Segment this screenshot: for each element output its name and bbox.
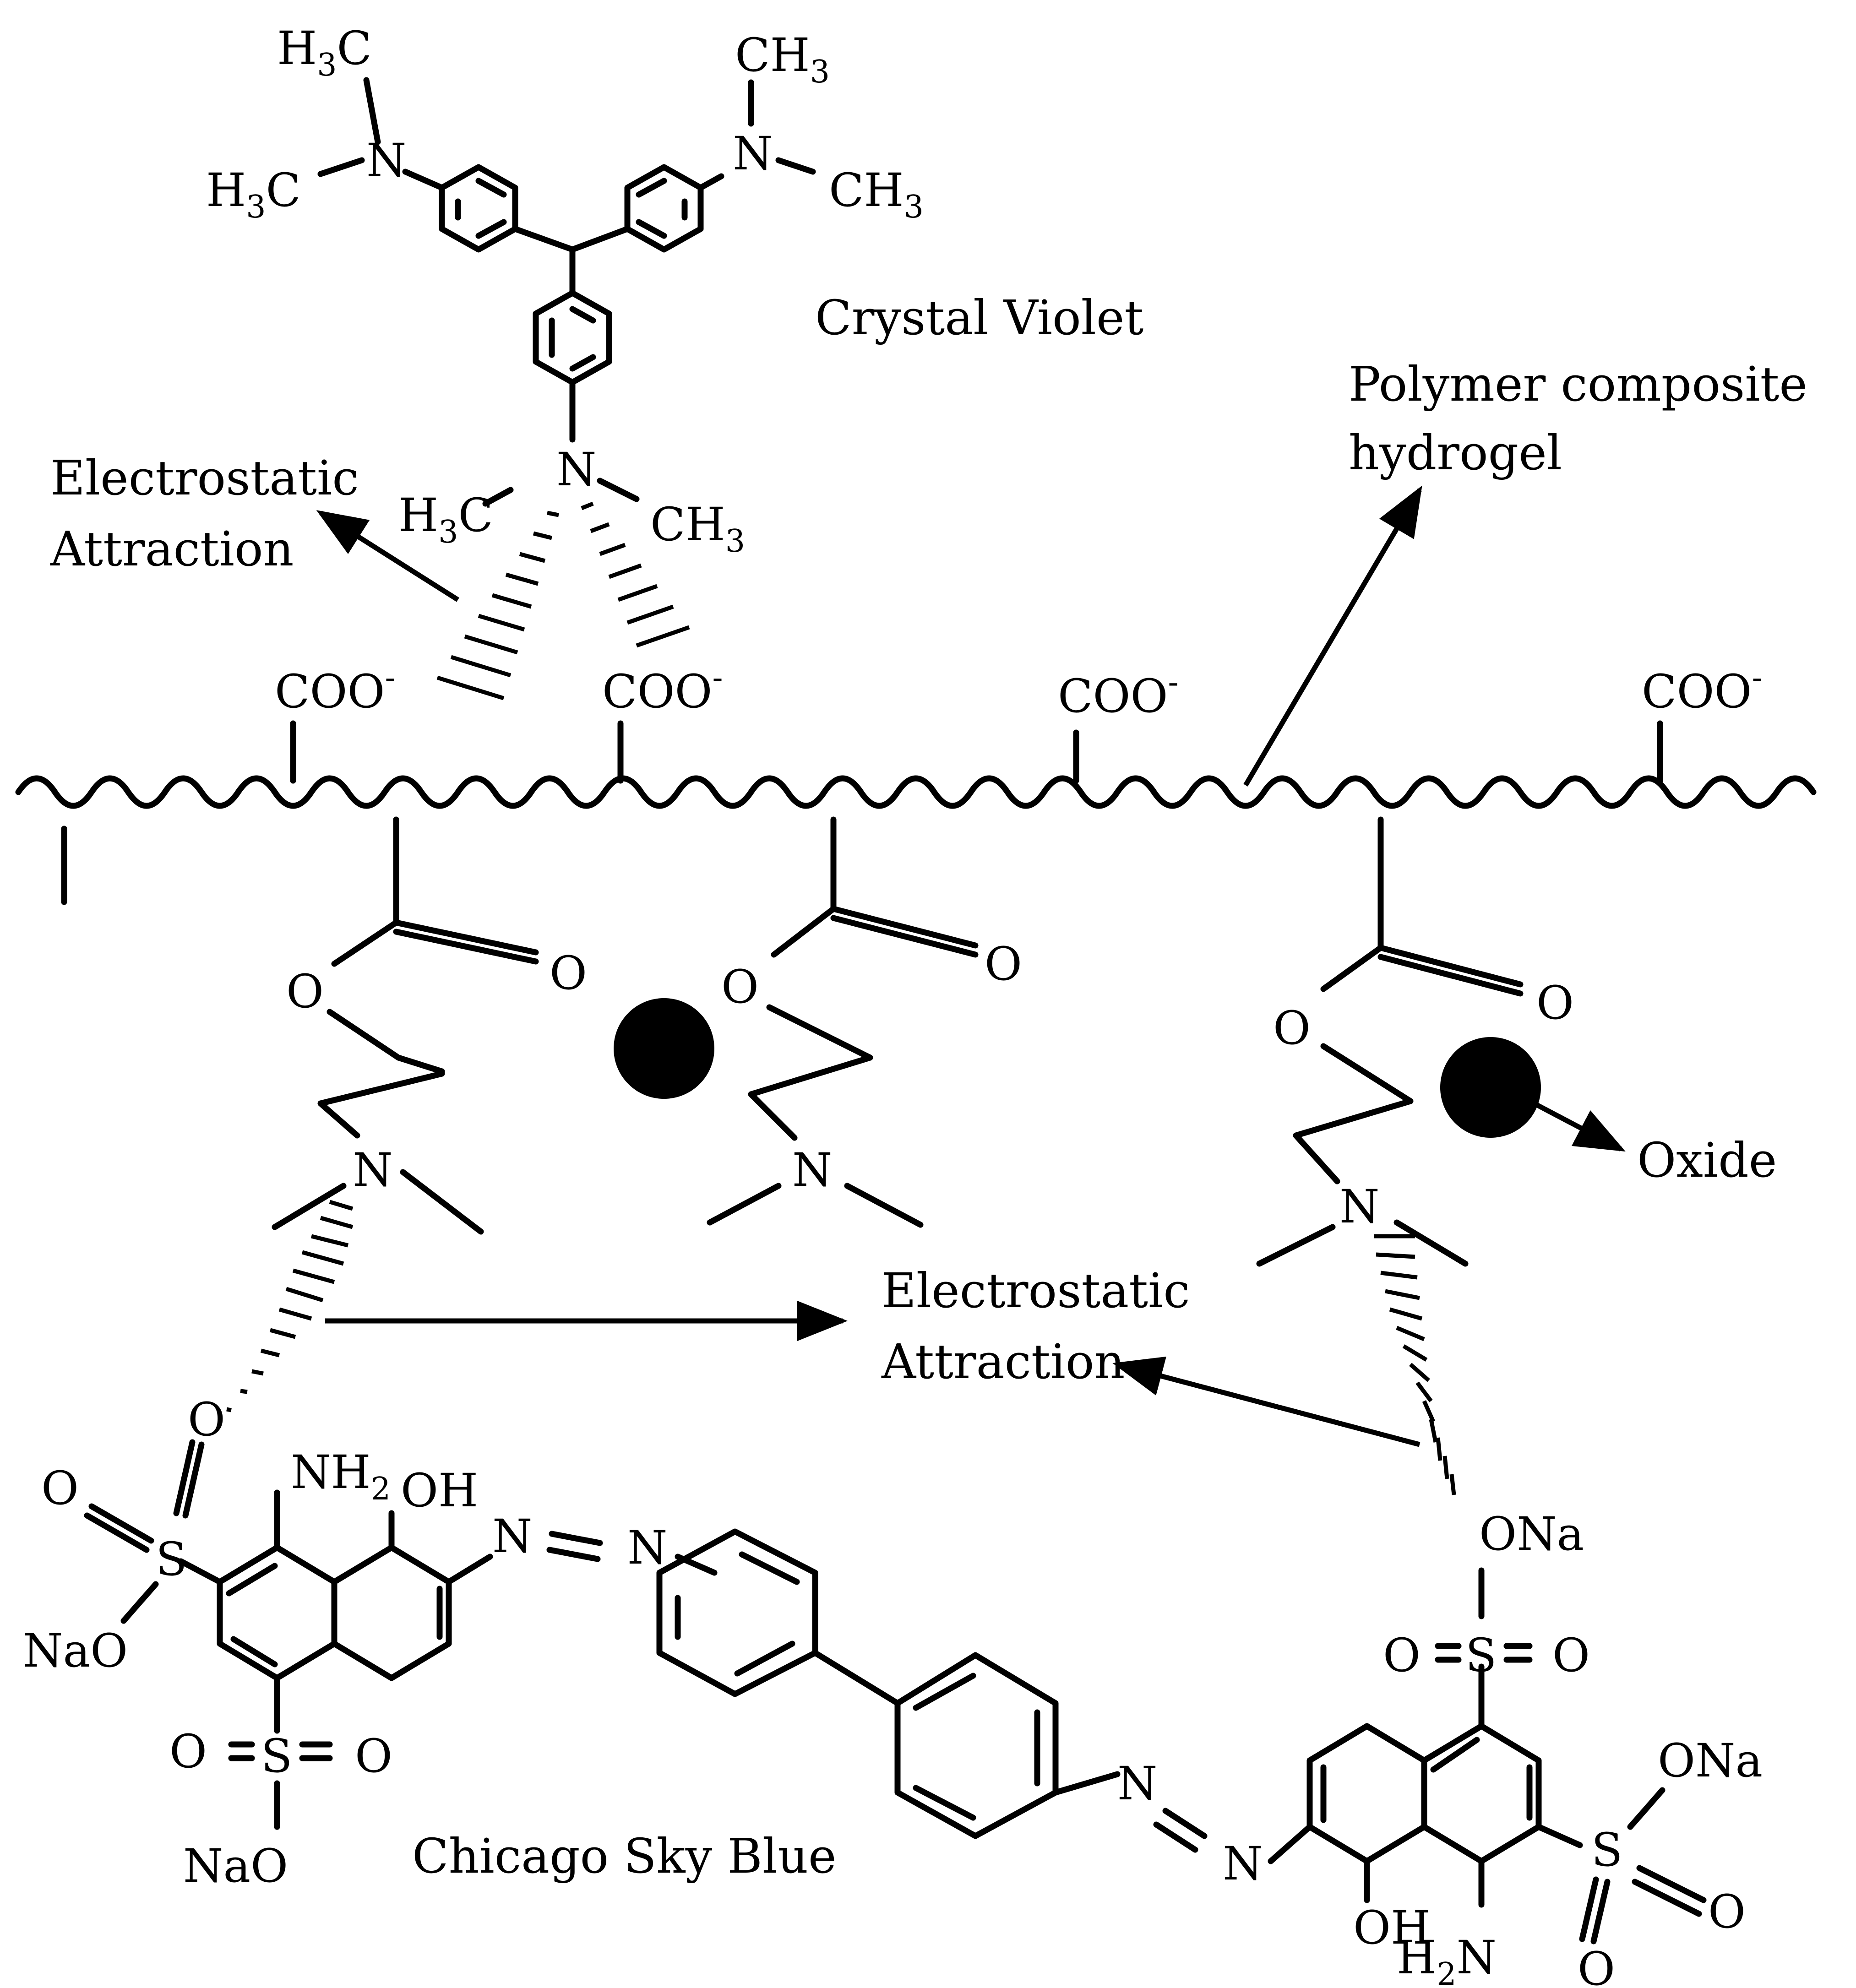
svg-text:O: O <box>1273 1001 1311 1055</box>
svg-text:O: O <box>985 937 1022 991</box>
carboxylate-group: COO- <box>275 660 395 784</box>
svg-text:ONa: ONa <box>1479 1507 1584 1561</box>
svg-text:N: N <box>792 1143 833 1197</box>
svg-text:S: S <box>1465 1629 1497 1682</box>
svg-text:N: N <box>353 1143 393 1197</box>
svg-text:NaO: NaO <box>23 1624 128 1678</box>
carboxylate-group: COO- <box>602 660 723 784</box>
svg-text:N: N <box>1223 1837 1263 1890</box>
svg-text:ONa: ONa <box>1658 1734 1763 1787</box>
oxide-arrow <box>1533 1101 1626 1152</box>
amine-side-chain: O O N <box>272 816 587 1235</box>
svg-text:O: O <box>355 1729 392 1783</box>
electrostatic-arrow <box>316 510 459 602</box>
svg-text:N: N <box>556 443 597 496</box>
svg-text:O: O <box>286 965 324 1018</box>
svg-text:CH3: CH3 <box>829 163 924 225</box>
hashed-interaction-bond <box>226 1200 354 1412</box>
svg-text:O: O <box>188 1393 225 1446</box>
electrostatic-arrow <box>1112 1356 1421 1447</box>
svg-text:O: O <box>1708 1885 1746 1939</box>
hashed-interaction-bond <box>436 511 559 701</box>
chicago-sky-blue-molecule: NH2 OH S O O NaO S O O NaO N N N N <box>23 1393 1763 1988</box>
svg-text:N: N <box>1117 1757 1158 1810</box>
svg-text:OH: OH <box>401 1464 478 1517</box>
svg-text:H3C: H3C <box>398 489 493 550</box>
svg-text:COO-: COO- <box>275 660 395 718</box>
attraction-label: Attraction <box>50 521 294 577</box>
svg-text:N: N <box>627 1521 668 1575</box>
svg-text:S: S <box>156 1532 187 1586</box>
polymer-label-line2: hydrogel <box>1349 425 1562 481</box>
svg-text:O: O <box>1536 976 1574 1030</box>
crystal-violet-molecule: N H3C H3C N CH3 CH3 N H3C CH3 <box>206 22 924 559</box>
attraction-label: Attraction <box>881 1334 1125 1390</box>
svg-text:H3C: H3C <box>277 22 372 83</box>
polymer-backbone-wavy-chain <box>15 775 1817 809</box>
svg-text:S: S <box>261 1729 293 1783</box>
polymer-arrow <box>1243 485 1422 787</box>
svg-text:N: N <box>366 134 407 187</box>
svg-text:COO-: COO- <box>1642 660 1762 718</box>
svg-text:CH3: CH3 <box>650 498 745 559</box>
svg-text:OH: OH <box>1353 1901 1431 1955</box>
chicago-sky-blue-label: Chicago Sky Blue <box>412 1828 837 1884</box>
svg-text:O: O <box>169 1725 207 1778</box>
carboxylate-group: COO- <box>1642 660 1762 784</box>
svg-text:COO-: COO- <box>602 660 723 718</box>
oxide-label: Oxide <box>1637 1132 1777 1188</box>
svg-text:O: O <box>1383 1629 1421 1682</box>
svg-text:COO-: COO- <box>1058 664 1178 723</box>
svg-text:N: N <box>492 1510 533 1563</box>
hashed-interaction-bond <box>581 501 690 648</box>
svg-text:NaO: NaO <box>183 1839 288 1893</box>
polymer-label-line1: Polymer composite <box>1349 356 1807 412</box>
svg-text:S: S <box>1591 1823 1623 1877</box>
svg-text:CH3: CH3 <box>735 28 830 90</box>
carboxylate-group: COO- <box>1058 664 1178 784</box>
oxide-particle <box>614 998 714 1099</box>
svg-text:N: N <box>733 127 773 180</box>
oxide-particle <box>1440 1037 1541 1138</box>
svg-text:O: O <box>550 946 587 1000</box>
svg-text:H3C: H3C <box>206 163 301 225</box>
svg-text:NH2: NH2 <box>291 1445 391 1507</box>
electrostatic-label: Electrostatic <box>882 1263 1190 1319</box>
crystal-violet-label: Crystal Violet <box>815 290 1143 346</box>
svg-text:H2N: H2N <box>1397 1931 1497 1988</box>
hashed-interaction-bond <box>1374 1234 1456 1495</box>
svg-text:O: O <box>1578 1942 1615 1988</box>
amine-side-chain: O O N <box>1256 816 1574 1267</box>
svg-text:O: O <box>1552 1629 1590 1682</box>
svg-text:O: O <box>41 1461 79 1515</box>
electrostatic-label: Electrostatic <box>50 450 359 506</box>
svg-text:O: O <box>721 960 759 1014</box>
svg-text:N: N <box>1339 1180 1380 1233</box>
amine-side-chain: O O N <box>707 816 1022 1228</box>
